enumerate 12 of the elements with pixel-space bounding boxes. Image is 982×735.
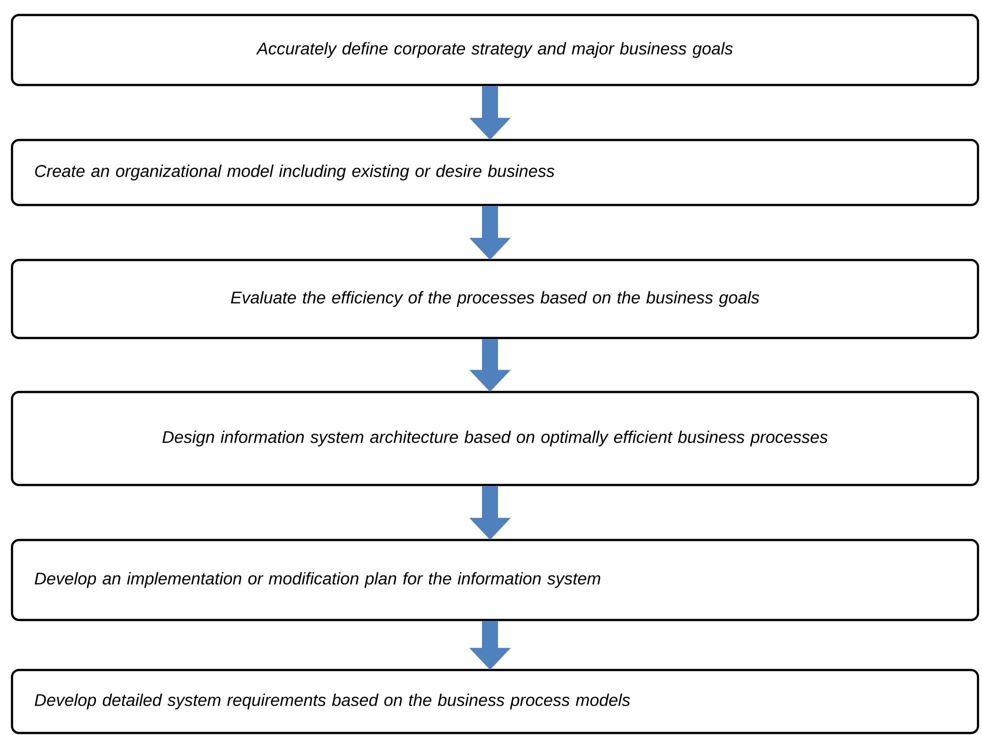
process-box (10, 258, 980, 340)
step-text: Design information system architecture based on optimally efficient business processes (162, 430, 828, 446)
step-text: Accurately define corporate strategy and major business goals (256, 42, 733, 58)
process-box (10, 668, 980, 734)
process-box (10, 14, 980, 86)
step-text: Develop an implementation or modification plan for the information system (34, 572, 600, 588)
step-text: Develop detailed system requirements based on the business process models (34, 694, 630, 710)
process-box (10, 538, 980, 622)
process-box (10, 138, 980, 206)
step-text: Create an organizational model including existing or desire business (35, 164, 554, 180)
process-box (10, 390, 980, 486)
step-text: Evaluate the efficiency of the processes based on the business goals (230, 291, 760, 307)
